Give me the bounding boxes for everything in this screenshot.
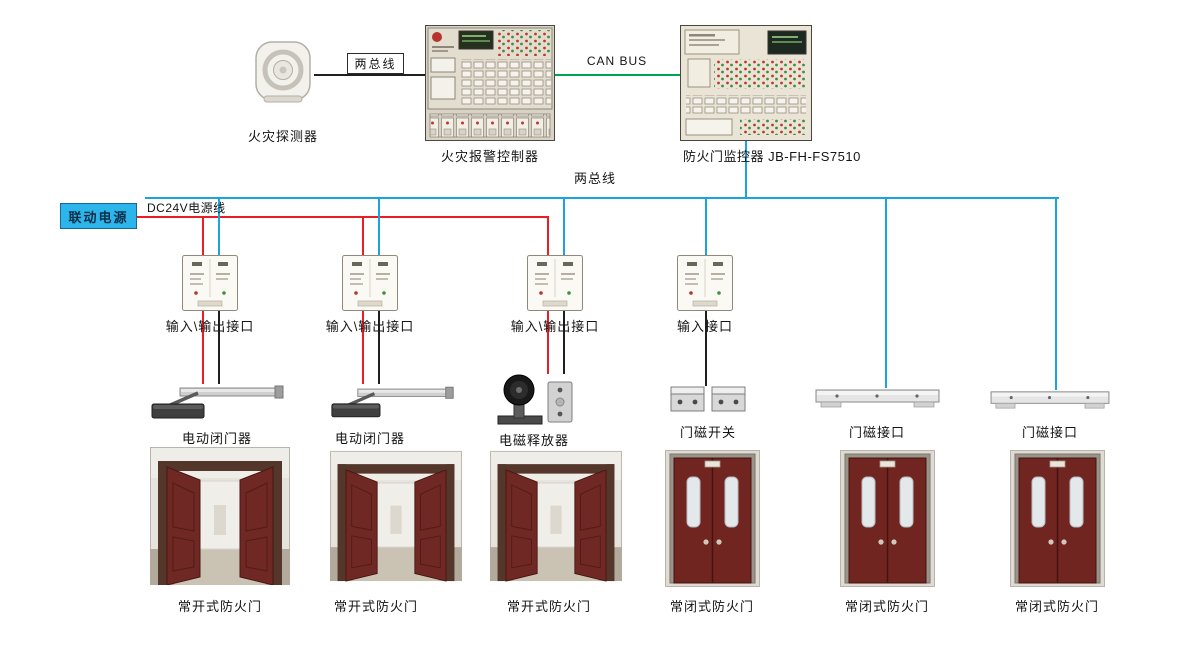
door-closer-icon-2 bbox=[330, 382, 455, 422]
bus-drop-5 bbox=[885, 197, 887, 388]
closed-fire-door-photo-1 bbox=[665, 450, 760, 587]
closed-fire-door-label-3: 常闭式防火门 bbox=[1014, 599, 1099, 614]
device-power-wire-3 bbox=[547, 311, 549, 374]
io-interface-label-1: 输入\输出接口 bbox=[165, 319, 255, 334]
device-signal-wire-1 bbox=[218, 311, 220, 384]
detector-to-controller-wire bbox=[314, 74, 425, 76]
power-drop-3 bbox=[547, 216, 549, 255]
device-power-wire-1 bbox=[202, 311, 204, 384]
door-magnet-interface-icon-1 bbox=[815, 386, 940, 410]
magnetic-releaser-icon bbox=[492, 372, 577, 428]
device-power-wire-2 bbox=[362, 311, 364, 384]
smoke-detector-icon bbox=[252, 38, 314, 110]
fire-alarm-controller-panel bbox=[425, 25, 555, 141]
closed-fire-door-label-2: 常闭式防火门 bbox=[844, 599, 929, 614]
bus-drop-6 bbox=[1055, 197, 1057, 390]
door-closer-label-1: 电动闭门器 bbox=[181, 431, 252, 446]
closed-fire-door-label-1: 常闭式防火门 bbox=[669, 599, 754, 614]
door-magnet-interface-label-1: 门磁接口 bbox=[848, 425, 905, 440]
door-magnet-interface-icon-2 bbox=[990, 388, 1110, 411]
bus-drop-4 bbox=[705, 197, 707, 255]
two-bus-main-wire bbox=[145, 197, 1059, 199]
door-magnet-interface-label-2: 门磁接口 bbox=[1021, 425, 1078, 440]
bus-drop-3 bbox=[563, 197, 565, 255]
bus-drop-1 bbox=[218, 197, 220, 255]
closed-fire-door-photo-2 bbox=[840, 450, 935, 587]
two-bus-main-label: 两总线 bbox=[573, 171, 616, 186]
io-interface-module-1 bbox=[182, 255, 238, 311]
device-signal-wire-2 bbox=[378, 311, 380, 384]
door-magnet-switch-label: 门磁开关 bbox=[679, 425, 736, 440]
bus-drop-2 bbox=[378, 197, 380, 255]
io-interface-module-2 bbox=[342, 255, 398, 311]
monitor-label: 防火门监控器 JB-FH-FS7510 bbox=[683, 149, 861, 164]
open-fire-door-photo-1 bbox=[150, 447, 290, 585]
door-magnet-switch-icon bbox=[668, 384, 748, 416]
device-signal-wire-3 bbox=[563, 311, 565, 374]
io-interface-label-2: 输入\输出接口 bbox=[325, 319, 415, 334]
linkage-power-box: 联动电源 bbox=[60, 203, 137, 229]
open-fire-door-label-2: 常开式防火门 bbox=[333, 599, 418, 614]
open-fire-door-label-1: 常开式防火门 bbox=[177, 599, 262, 614]
monitor-drop-wire bbox=[745, 141, 747, 198]
dc24v-label: DC24V电源线 bbox=[147, 201, 226, 215]
two-bus-tag: 两总线 bbox=[347, 53, 404, 74]
open-fire-door-photo-3 bbox=[490, 447, 622, 585]
fire-door-monitor-panel bbox=[680, 25, 812, 141]
input-interface-module bbox=[677, 255, 733, 311]
open-fire-door-photo-2 bbox=[330, 447, 462, 585]
io-interface-label-3: 输入\输出接口 bbox=[510, 319, 600, 334]
dc24v-power-wire bbox=[137, 216, 548, 218]
magnetic-releaser-label: 电磁释放器 bbox=[498, 433, 569, 448]
power-drop-1 bbox=[202, 216, 204, 255]
power-drop-2 bbox=[362, 216, 364, 255]
open-fire-door-label-3: 常开式防火门 bbox=[506, 599, 591, 614]
io-interface-module-3 bbox=[527, 255, 583, 311]
device-signal-wire-4 bbox=[705, 311, 707, 386]
detector-label: 火灾探测器 bbox=[247, 129, 318, 144]
closed-fire-door-photo-3 bbox=[1010, 450, 1105, 587]
door-closer-icon-1 bbox=[150, 382, 285, 422]
controller-label: 火灾报警控制器 bbox=[440, 149, 539, 164]
door-closer-label-2: 电动闭门器 bbox=[334, 431, 405, 446]
input-interface-label: 输入接口 bbox=[676, 319, 733, 334]
can-bus-wire bbox=[555, 74, 680, 76]
can-bus-label: CAN BUS bbox=[586, 54, 648, 68]
